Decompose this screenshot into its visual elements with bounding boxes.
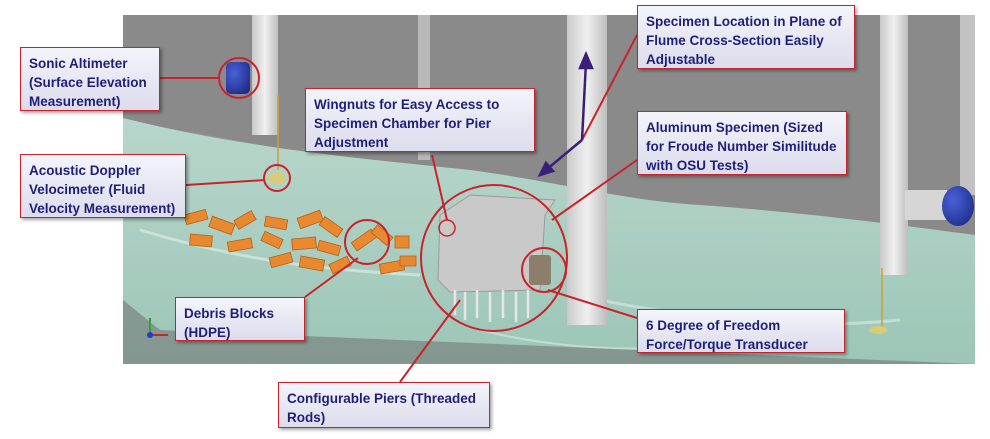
adv-probe — [268, 172, 286, 184]
callout-sonic-altimeter-text: Sonic Altimeter (Surface Elevation Measu… — [29, 56, 147, 109]
leader-piers — [399, 299, 461, 383]
callout-debris-blocks: Debris Blocks (HDPE) — [175, 297, 305, 341]
leader-location — [581, 34, 638, 141]
right-probe — [869, 326, 887, 334]
callout-acoustic-doppler-text: Acoustic Doppler Velocimeter (Fluid Velo… — [29, 163, 176, 216]
flume-floor-edge — [123, 300, 975, 364]
adv-highlight — [263, 164, 291, 192]
leader-aluminum — [551, 159, 638, 221]
callout-six-dof: 6 Degree of Freedom Force/Torque Transdu… — [637, 309, 845, 353]
callout-sonic-altimeter: Sonic Altimeter (Surface Elevation Measu… — [20, 47, 160, 111]
callout-debris-blocks-text: Debris Blocks (HDPE) — [184, 306, 275, 340]
sonic-altimeter-sensor — [226, 62, 250, 94]
far-right-post — [960, 15, 975, 195]
callout-specimen-location: Specimen Location in Plane of Flume Cros… — [637, 5, 855, 69]
chamber-highlight — [420, 184, 568, 332]
leader-debris — [304, 257, 359, 298]
leader-adv — [185, 179, 266, 186]
water-surface — [123, 118, 975, 364]
callout-aluminum-specimen-text: Aluminum Specimen (Sized for Froude Numb… — [646, 120, 837, 173]
axis-triad — [147, 318, 168, 338]
specimen-chamber — [437, 194, 556, 293]
callout-acoustic-doppler: Acoustic Doppler Velocimeter (Fluid Velo… — [20, 154, 186, 218]
callout-aluminum-specimen: Aluminum Specimen (Sized for Froude Numb… — [637, 111, 847, 175]
callout-wingnuts: Wingnuts for Easy Access to Specimen Cha… — [305, 88, 535, 152]
transducer-highlight — [521, 247, 567, 293]
flume-back-wall — [123, 15, 975, 260]
callout-wingnuts-text: Wingnuts for Easy Access to Specimen Cha… — [314, 97, 500, 150]
debris-blocks — [183, 208, 417, 275]
callout-specimen-location-text: Specimen Location in Plane of Flume Cros… — [646, 14, 842, 67]
configurable-piers — [453, 290, 530, 322]
adjust-arrows — [537, 50, 594, 178]
right-post — [880, 15, 908, 275]
callout-six-dof-text: 6 Degree of Freedom Force/Torque Transdu… — [646, 318, 808, 352]
leader-six-dof — [547, 289, 638, 319]
callout-configurable-piers-text: Configurable Piers (Threaded Rods) — [287, 391, 477, 425]
right-sensor-arm — [905, 190, 947, 220]
ft-transducer — [529, 255, 551, 285]
callout-configurable-piers: Configurable Piers (Threaded Rods) — [278, 382, 490, 428]
right-sensor — [942, 186, 974, 226]
debris-highlight — [344, 219, 390, 265]
leader-wingnuts — [431, 154, 448, 221]
wall-post — [252, 15, 278, 135]
